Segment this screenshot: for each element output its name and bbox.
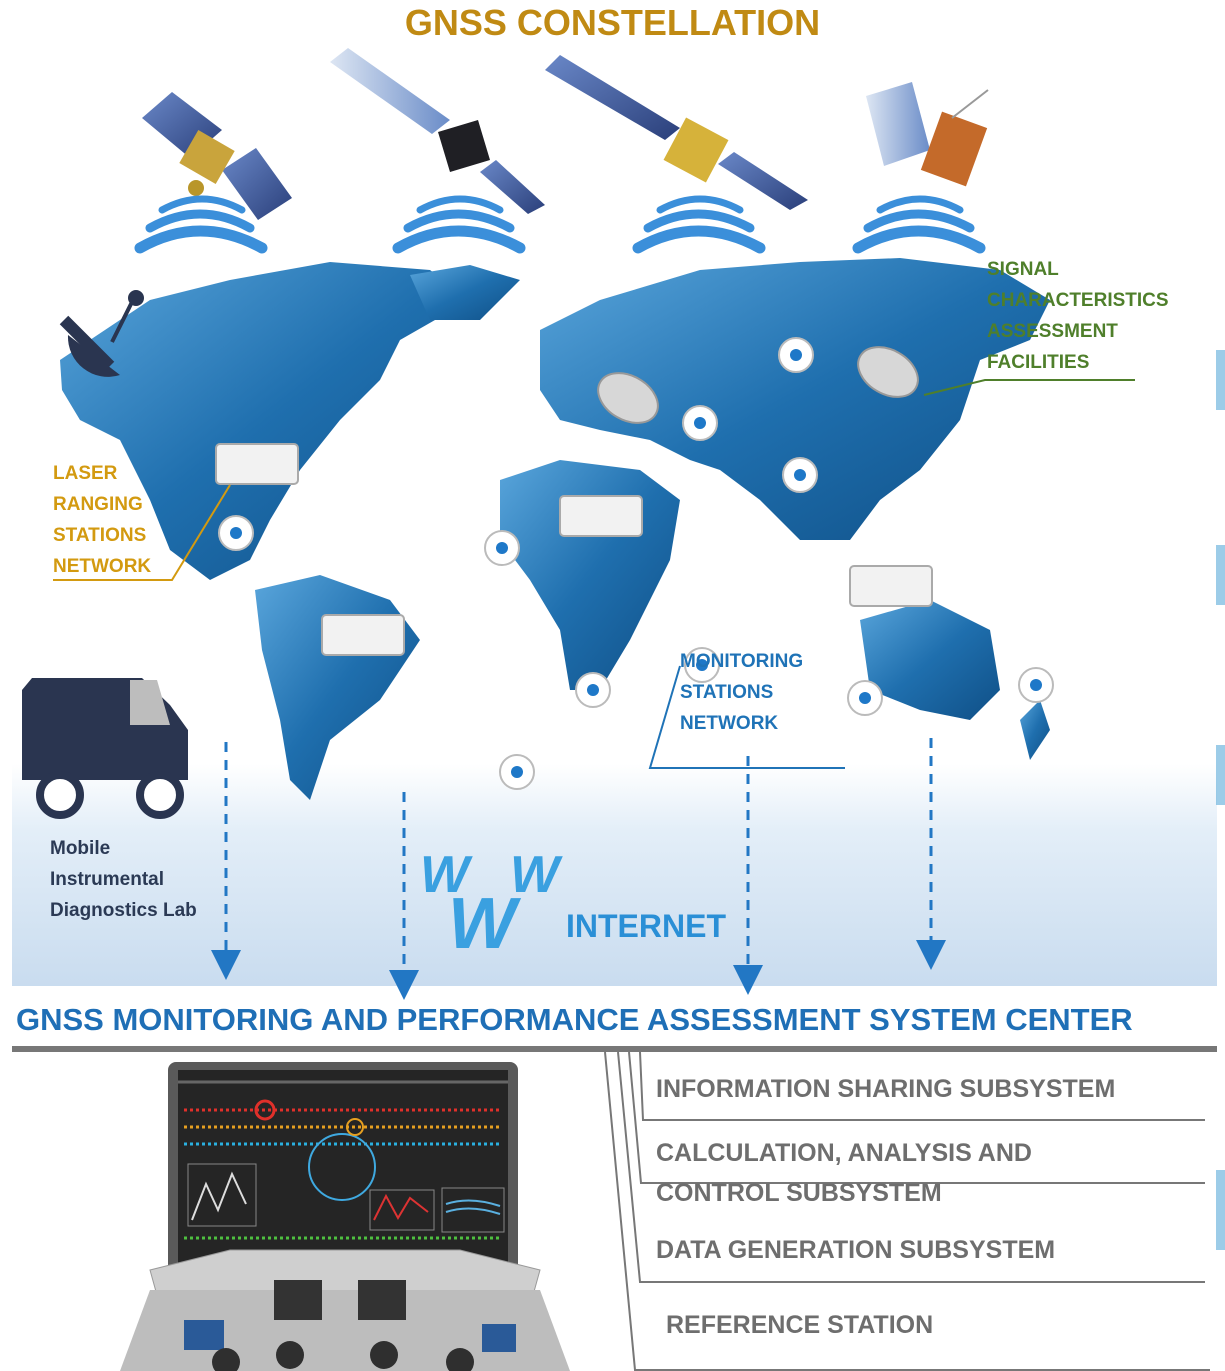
www-logo-icon: W W W [420,846,563,964]
edge-strip [1216,350,1225,1250]
svg-text:W: W [420,846,473,904]
subsystem-calculation-analysis-control: CALCULATION, ANALYSIS AND CONTROL SUBSYS… [656,1139,1032,1207]
laser-leader [53,484,231,581]
laser-ranging-devices [215,443,933,656]
center-title: GNSS MONITORING AND PERFORMANCE ASSESSME… [16,1002,1133,1037]
operator-desk [120,1249,570,1371]
monitoring-stations-label: MONITORING STATIONS NETWORK [680,651,804,734]
mobile-lab-label: Mobile Instrumental Diagnostics Lab [50,838,197,921]
satellite-2 [330,48,545,214]
center-divider [12,1046,1217,1052]
dish-antennas [597,346,919,424]
mobile-lab-icon [22,290,188,819]
subsystem-lines [604,1051,1210,1371]
satellite-3 [545,55,808,210]
monitoring-leader [648,665,845,769]
svg-text:W: W [448,884,522,964]
internet-band [12,764,1217,986]
laser-ranging-label: LASER RANGING STATIONS NETWORK [53,463,152,577]
svg-text:W: W [510,846,563,904]
diagram-title: GNSS CONSTELLATION [404,2,821,43]
internet-label: INTERNET [566,908,726,944]
signal-waves [134,195,986,254]
subsystem-data-generation: DATA GENERATION SUBSYSTEM [656,1236,1056,1264]
subsystem-information-sharing: INFORMATION SHARING SUBSYSTEM [656,1075,1116,1103]
control-center-display [168,1062,518,1280]
world-map [60,258,1050,800]
signal-assessment-label: SIGNAL CHARACTERISTICS ASSESSMENT FACILI… [987,259,1169,373]
satellite-1 [142,92,292,220]
signal-leader [923,379,1135,396]
monitoring-station-markers [218,337,1054,790]
satellite-4 [866,82,989,187]
subsystem-reference-station: REFERENCE STATION [666,1311,934,1339]
data-flow-arrows [211,738,946,1000]
